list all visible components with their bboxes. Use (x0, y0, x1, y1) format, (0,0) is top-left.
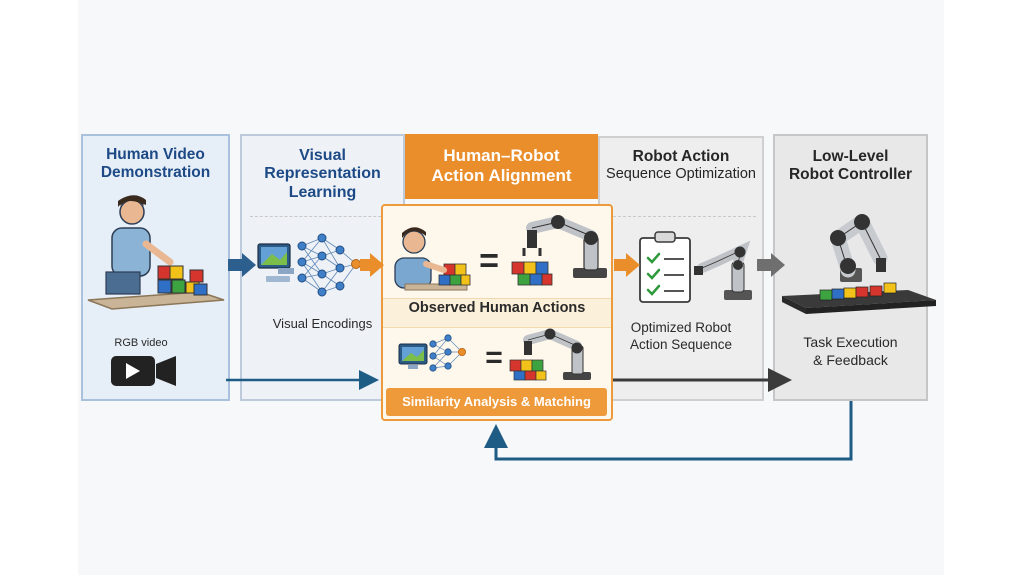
separator (250, 216, 396, 217)
neural-network-icon (398, 334, 466, 372)
flow-arrow-4 (757, 253, 785, 277)
title-alignment: Human–Robot Action Alignment (405, 146, 598, 185)
title-line: Learning (288, 183, 357, 201)
title-line: Human Video (106, 146, 205, 163)
panel-alignment-header (405, 134, 598, 199)
observed-band (383, 298, 611, 328)
equals-sign: = (485, 341, 503, 374)
title-line: Low-Level (812, 148, 889, 165)
title-line: Robot Controller (788, 165, 913, 183)
feedback-loop-arrow (484, 401, 853, 461)
flow-arrow-1 (228, 253, 256, 277)
flow-arrow-2 (360, 253, 384, 277)
label-line: & Feedback (813, 351, 888, 368)
neural-network-icon (257, 233, 361, 297)
title-line: Representation (264, 165, 381, 183)
title-line: Sequence Optimization (606, 165, 756, 182)
robot-arm-icon (694, 240, 752, 300)
visual-encodings-label: Visual Encodings (272, 316, 373, 331)
title-robot-action: Robot Action Sequence Optimization (598, 148, 764, 182)
equals-sign: = (479, 242, 499, 280)
title-line: Robot Action (632, 148, 730, 165)
checklist-clipboard-icon (639, 231, 691, 303)
flow-arrow-3 (614, 253, 640, 277)
label-line: Optimized Robot (630, 320, 732, 335)
robot-arm-icon (511, 215, 607, 286)
title-line: Visual (299, 147, 346, 164)
similarity-label: Similarity Analysis & Matching (402, 394, 591, 409)
title-line: Action Alignment (431, 165, 572, 185)
video-camera-icon (111, 356, 176, 386)
person-stacking-blocks-icon (87, 195, 225, 310)
title-visual-representation: Visual Representation Learning (242, 147, 403, 202)
panel-human-video (81, 134, 230, 401)
robot-arm-icon (509, 328, 591, 381)
robot-arm-icon (782, 214, 936, 314)
title-robot-controller: Low-Level Robot Controller (773, 148, 928, 184)
rgb-video-label: RGB video (114, 337, 168, 349)
title-line: Human–Robot (443, 146, 560, 165)
label-line: Task Execution (803, 334, 898, 350)
person-stacking-blocks-icon (394, 227, 471, 291)
task-execution-label: Task Execution & Feedback (775, 334, 926, 369)
optimized-sequence-label: Optimized Robot Action Sequence (600, 320, 762, 354)
title-human-video: Human Video Demonstration (83, 146, 228, 182)
similarity-bar (386, 388, 607, 416)
separator (608, 216, 756, 217)
title-line: Demonstration (100, 163, 211, 181)
label-line: Action Sequence (629, 336, 733, 352)
observed-human-actions-label: Observed Human Actions (408, 300, 586, 316)
